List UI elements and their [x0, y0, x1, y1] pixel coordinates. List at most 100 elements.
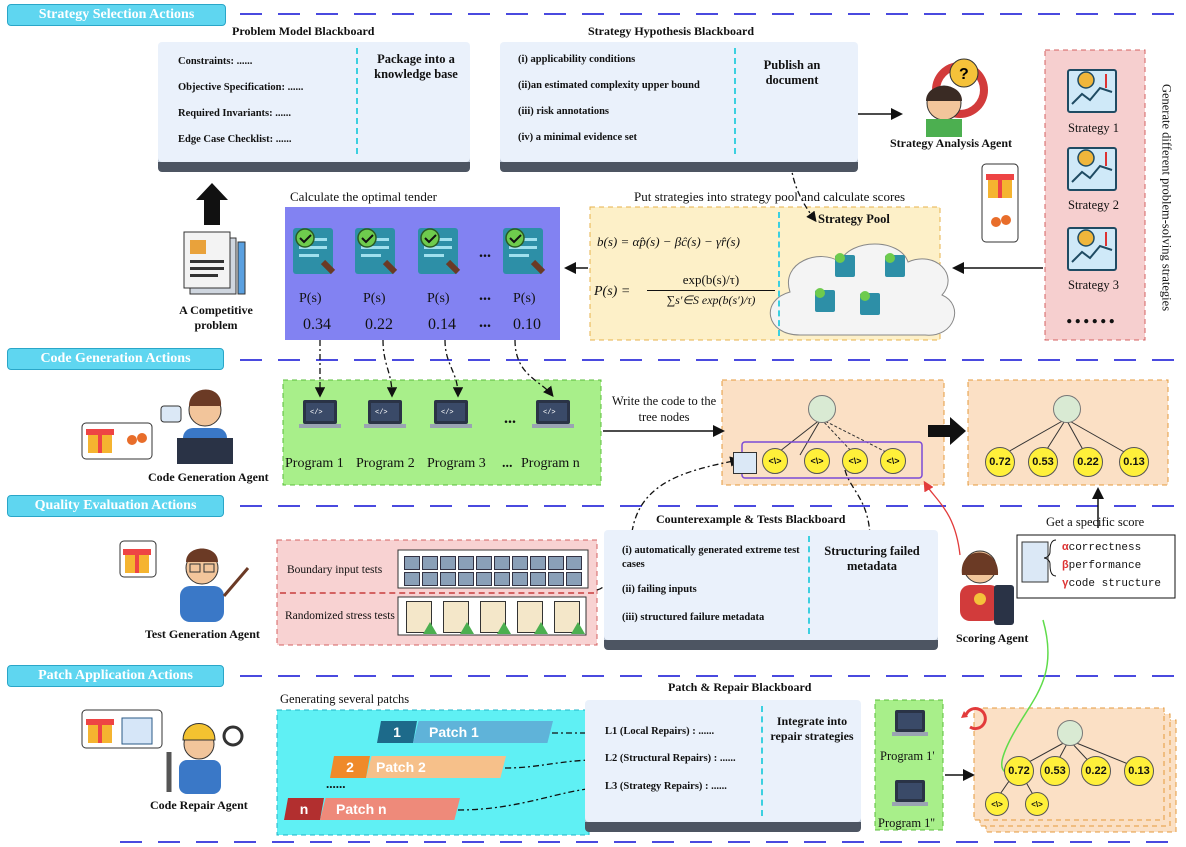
- tree2-score: 0.22: [1073, 447, 1103, 477]
- patch-n: Patch n: [320, 798, 460, 820]
- tender-dots: ...: [479, 244, 491, 261]
- section-separators: [120, 13, 1180, 843]
- strategy-chart-icons: [1067, 69, 1117, 271]
- tree3-score: 0.22: [1081, 756, 1111, 786]
- publish-label: Publish an document: [763, 58, 821, 87]
- repair-item: L1 (Local Repairs) : ......: [605, 726, 715, 737]
- strategy-hypothesis-blackboard: (i) applicability conditions (ii)an esti…: [500, 42, 858, 172]
- boundary-test-cell: [494, 556, 510, 570]
- stress-test-doc: [443, 601, 474, 634]
- tree3-leaf: <\>: [1025, 792, 1049, 816]
- fixed-program-label: Program 1'': [878, 816, 935, 830]
- warning-icon: [571, 622, 585, 634]
- score-criteria: αcorrectness βperformance γcode structur…: [1062, 539, 1161, 593]
- section-quality-evaluation: Quality Evaluation Actions: [7, 495, 224, 517]
- patch-repair-blackboard: L1 (Local Repairs) : ...... L2 (Structur…: [585, 700, 861, 832]
- ps-label: P(s): [513, 291, 536, 306]
- competitive-problem-label: A Competitive problem: [179, 303, 253, 332]
- hypothesis-item: (ii)an estimated complexity upper bound: [518, 80, 700, 91]
- section-patch-application: Patch Application Actions: [7, 665, 224, 687]
- problem-item: Constraints: ......: [178, 56, 253, 67]
- tree3-score: 0.72: [1004, 756, 1034, 786]
- repair-agent-icon: [166, 723, 244, 794]
- patch-dots: ......: [326, 776, 346, 791]
- boundary-test-cell: [566, 572, 582, 586]
- boundary-test-cell: [512, 556, 528, 570]
- strategy-label: Strategy 1: [1068, 121, 1120, 135]
- patch-number: 2: [330, 756, 370, 778]
- boundary-test-cell: [566, 556, 582, 570]
- hypothesis-bb-title: Strategy Hypothesis Blackboard: [588, 24, 755, 38]
- ps-value: 0.14: [428, 316, 456, 333]
- analysis-agent-icon: ?: [926, 58, 988, 137]
- scoring-agent-label: Scoring Agent: [956, 631, 1029, 645]
- hypothesis-item: (iii) risk annotations: [518, 106, 610, 117]
- tree1-panel: [721, 379, 945, 486]
- patch-1: Patch 1: [413, 721, 553, 743]
- tender-document-icons: [293, 228, 546, 275]
- boundary-test-cell: [440, 556, 456, 570]
- boundary-test-cell: [422, 556, 438, 570]
- stress-test-doc: [480, 601, 511, 634]
- softmax-denominator: ∑s′∈S exp(b(s′)/τ): [666, 293, 756, 307]
- ps-label: P(s): [363, 291, 386, 306]
- strategies-more: ......: [1066, 300, 1117, 329]
- patch-number: 1: [377, 721, 417, 743]
- counter-item: (ii) failing inputs: [622, 584, 697, 595]
- boundary-test-cell: [494, 572, 510, 586]
- hypothesis-item: (i) applicability conditions: [518, 54, 636, 65]
- repair-item: L2 (Structural Repairs) : ......: [605, 753, 736, 764]
- stress-tests-label: Randomized stress tests: [285, 610, 395, 622]
- program-laptops: </> </> </> </>: [299, 400, 928, 806]
- patch-2: Patch 2: [366, 756, 506, 778]
- strategy-label: Strategy 3: [1068, 278, 1120, 292]
- tree1-node: <\>: [762, 448, 788, 474]
- ps-value: 0.10: [513, 316, 541, 333]
- generate-strategies-label: Generate different problem-solving strat…: [1159, 83, 1174, 312]
- repair-item: L3 (Strategy Repairs) : ......: [605, 781, 727, 792]
- section-strategy-selection: Strategy Selection Actions: [7, 4, 226, 26]
- svg-text:</>: </>: [543, 409, 556, 417]
- programs-dots: ...: [502, 456, 513, 471]
- boundary-test-cell: [458, 572, 474, 586]
- criterion-label: code structure: [1068, 578, 1162, 590]
- fixed-program-label: Program 1': [880, 749, 935, 763]
- tender-title: Calculate the optimal tender: [290, 189, 437, 204]
- patch-title: Generating several patchs: [280, 692, 410, 706]
- tree2-score: 0.13: [1119, 447, 1149, 477]
- warning-icon: [423, 622, 437, 634]
- problem-document-icon: [183, 231, 246, 295]
- pool-document-icons: [815, 253, 905, 315]
- structuring-label: Structuring failed metadata: [824, 544, 920, 573]
- svg-text:</>: </>: [310, 409, 323, 417]
- tender-dots: ...: [479, 287, 491, 304]
- softmax-numerator: exp(b(s)/τ): [682, 272, 740, 287]
- score-formula: b(s) = αp̂(s) − βĉ(s) − γr̂(s): [597, 234, 740, 249]
- boundary-test-cell: [404, 556, 420, 570]
- ps-value: 0.22: [365, 316, 393, 333]
- softmax-lhs: P(s) =: [594, 284, 631, 299]
- problem-model-blackboard: Constraints: ...... Objective Specificat…: [158, 42, 470, 172]
- code-agent-inputs: [81, 422, 153, 460]
- boundary-test-cell: [476, 572, 492, 586]
- problem-item: Required Invariants: ......: [178, 108, 291, 119]
- gamma-symbol: γ: [1062, 578, 1069, 590]
- boundary-tests-label: Boundary input tests: [287, 564, 383, 576]
- warning-icon: [460, 622, 474, 634]
- pool-title: Strategy Pool: [818, 212, 890, 226]
- repair-agent-label: Code Repair Agent: [150, 798, 248, 812]
- boundary-test-cell: [440, 572, 456, 586]
- boundary-test-cell: [530, 572, 546, 586]
- program-label: Program n: [521, 456, 580, 471]
- counter-item: (iii) structured failure metadata: [622, 612, 765, 623]
- problem-bb-title: Problem Model Blackboard: [232, 24, 375, 38]
- program-label: Program 3: [427, 456, 486, 471]
- tree3-leaf: <\>: [985, 792, 1009, 816]
- problem-item: Objective Specification: ......: [178, 82, 304, 93]
- tree1-root: [808, 395, 836, 423]
- pool-caption: Put strategies into strategy pool and ca…: [634, 189, 906, 204]
- ps-label: P(s): [299, 291, 322, 306]
- program-label: Program 1: [285, 456, 344, 471]
- boundary-test-cell: [476, 556, 492, 570]
